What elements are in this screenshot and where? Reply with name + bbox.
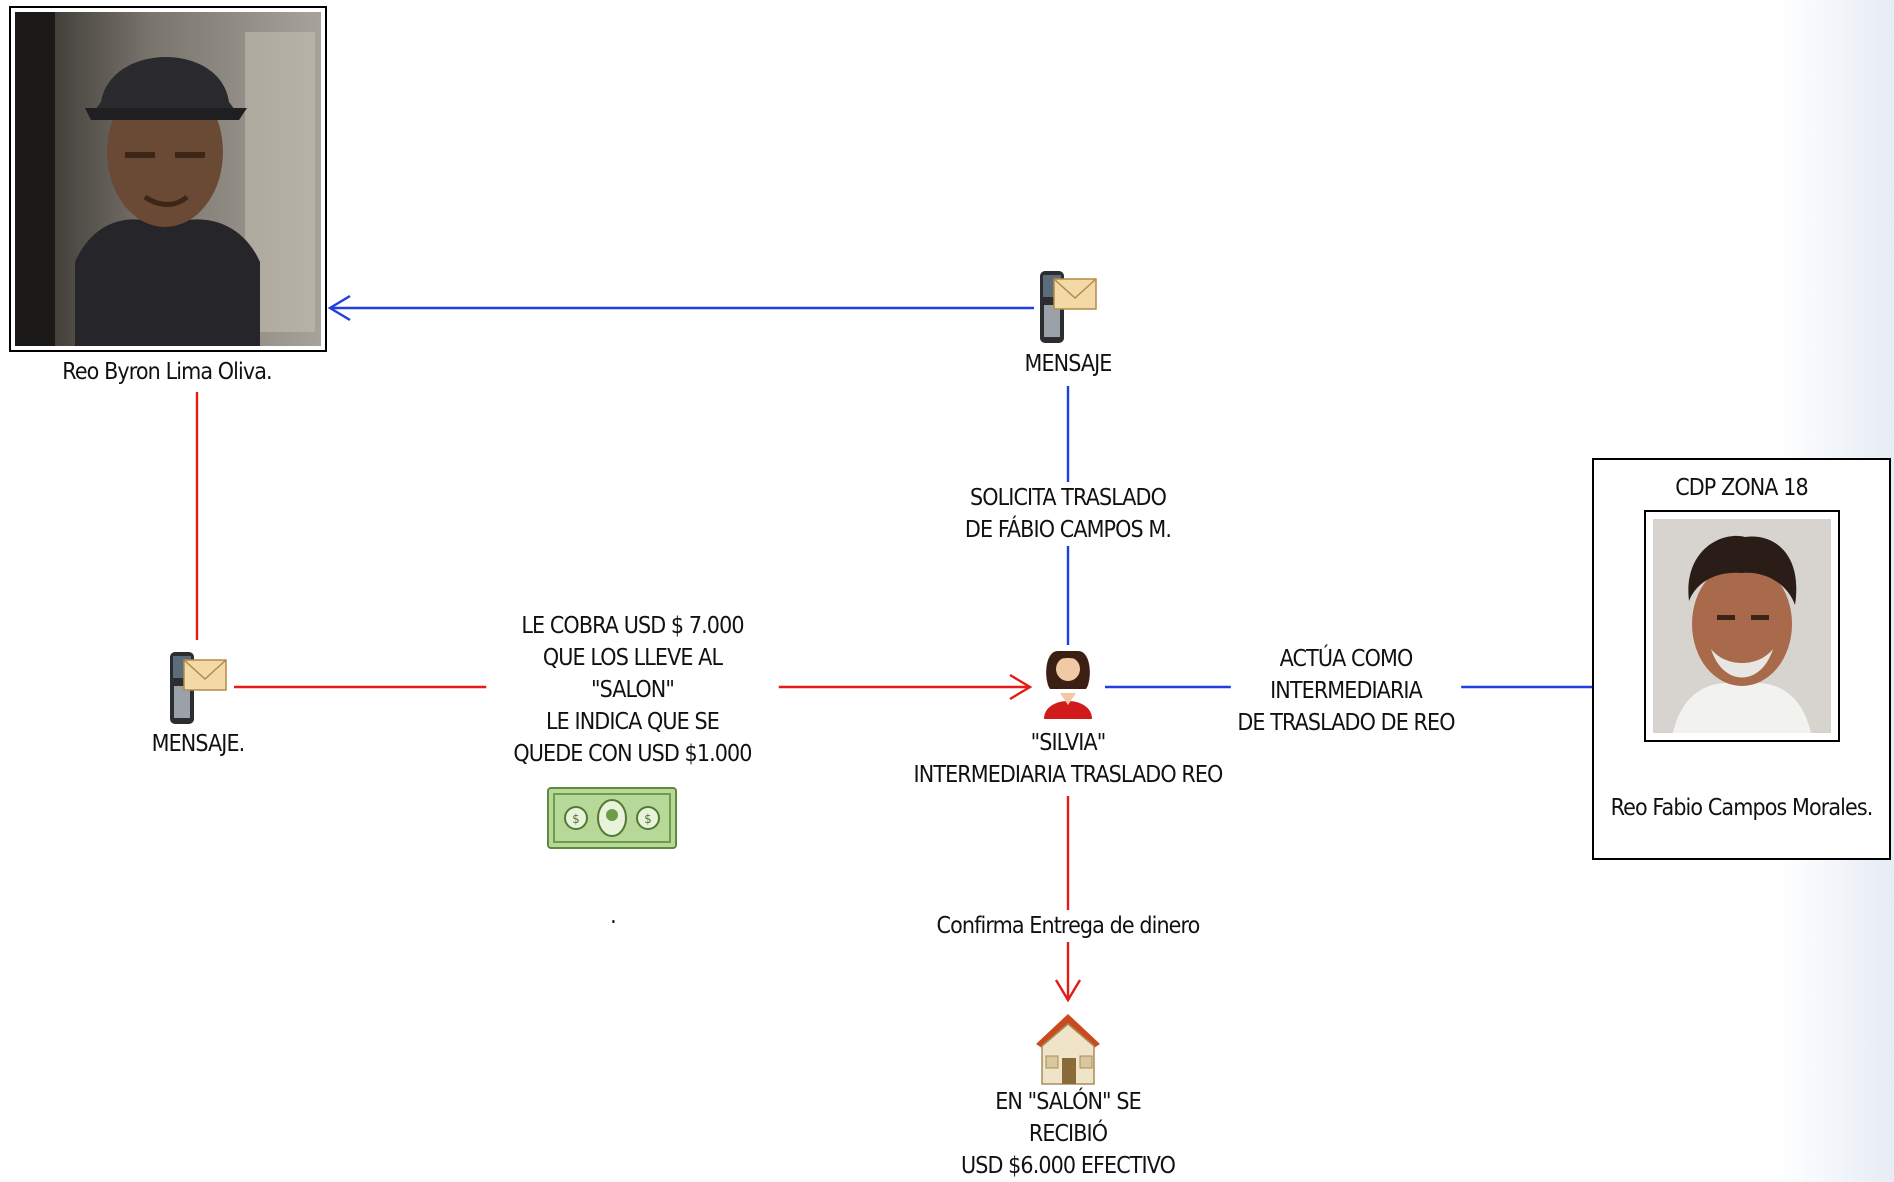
mobile-message-icon	[1040, 271, 1097, 343]
salon-label: EN "SALÓN" SE RECIBIÓ USD $6.000 EFECTIV…	[960, 1089, 1176, 1179]
person-photo-man-gray-hair	[1653, 519, 1831, 733]
mobile-message-icon	[170, 652, 227, 724]
byron-photo-frame[interactable]	[9, 6, 327, 352]
edge-label-cobra: LE COBRA USD $ 7.000 QUE LOS LLEVE AL "S…	[486, 610, 779, 770]
edge-label-actua: ACTÚA COMO INTERMEDIARIA DE TRASLADO DE …	[1230, 643, 1462, 739]
stray-dot: .	[610, 903, 617, 929]
woman-person-icon	[1044, 651, 1092, 719]
fabio-photo-frame	[1644, 510, 1840, 742]
person-photo-man-cap	[15, 12, 321, 346]
svg-text:$: $	[572, 812, 580, 826]
dollar-bill-icon: $ $	[547, 787, 677, 849]
mensaje-top-label: MENSAJE	[1024, 351, 1112, 377]
mensaje-left-label: MENSAJE.	[151, 731, 246, 757]
house-icon	[1036, 1014, 1100, 1085]
svg-text:$: $	[644, 812, 652, 826]
fabio-node-frame[interactable]: CDP ZONA 18 Reo Fabio Campos Morales.	[1592, 458, 1891, 860]
arrowhead-to-salon	[1054, 979, 1082, 1003]
silvia-label: "SILVIA" INTERMEDIARIA TRASLADO REO	[913, 730, 1224, 788]
edge-label-confirma: Confirma Entrega de dinero	[931, 910, 1205, 942]
arrowhead-to-byron	[327, 294, 351, 322]
fabio-label: Reo Fabio Campos Morales.	[1610, 795, 1874, 821]
fabio-title: CDP ZONA 18	[1675, 475, 1808, 501]
edge-label-solicita: SOLICITA TRASLADO DE FÁBIO CAMPOS M.	[943, 482, 1193, 546]
arrowhead-to-silvia	[1009, 673, 1033, 701]
byron-label: Reo Byron Lima Oliva.	[62, 359, 272, 385]
